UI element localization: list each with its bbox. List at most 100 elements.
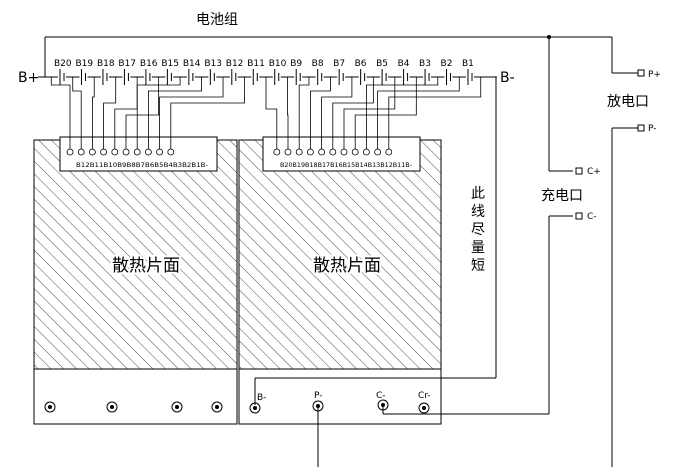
screw-hole <box>106 401 118 413</box>
sense-wire <box>385 77 482 156</box>
c-plus-label: C+ <box>587 167 601 177</box>
note-char-1: 此 <box>471 186 485 202</box>
battery-cell: B2 <box>441 59 453 85</box>
battery-cell: B4 <box>398 59 410 85</box>
sense-wire <box>167 77 245 156</box>
sense-wire <box>133 77 181 156</box>
terminal-c-minus <box>575 212 583 220</box>
p-plus-label: P+ <box>648 70 661 80</box>
battery-cell-label: B7 <box>333 59 345 69</box>
battery-pack-label: 电池组 <box>196 12 238 28</box>
battery-cell: B6 <box>355 59 367 85</box>
heat-sink-right-label: 散热片面 <box>313 256 381 276</box>
battery-cell-label: B17 <box>118 59 136 69</box>
battery-cell: B17 <box>118 59 136 85</box>
battery-cell: B14 <box>183 59 201 85</box>
note-char-2: 线 <box>471 204 485 220</box>
battery-cell: B3 <box>419 59 432 85</box>
pad-p-minus-label: P- <box>314 391 322 401</box>
terminal-p-plus <box>637 69 645 77</box>
battery-cell-label: B4 <box>398 59 410 69</box>
battery-cell: B18 <box>97 59 115 85</box>
battery-cell: B16 <box>140 59 158 85</box>
sense-wire <box>122 77 160 156</box>
sense-wire <box>295 77 310 156</box>
battery-cell-label: B3 <box>419 59 431 69</box>
battery-cell: B9 <box>290 59 302 85</box>
battery-cell: B7 <box>333 59 346 85</box>
note-char-4: 量 <box>471 240 485 256</box>
pad-b-minus <box>249 402 261 414</box>
charge-port-label: 充电口 <box>541 188 583 204</box>
battery-cell: B13 <box>204 59 222 85</box>
battery-cell: B12 <box>226 59 244 85</box>
sense-wire <box>306 77 331 156</box>
pad-c-minus <box>377 399 389 411</box>
battery-cell-label: B18 <box>97 59 115 69</box>
battery-cell: B20 <box>54 59 72 85</box>
battery-cell: B5 <box>376 59 389 85</box>
sense-wire <box>329 77 374 156</box>
battery-cell-label: B2 <box>441 59 453 69</box>
sense-wire <box>89 77 96 156</box>
sense-wire <box>362 77 439 156</box>
pad-p-minus <box>312 400 324 412</box>
b-minus-label: B- <box>500 70 515 86</box>
battery-cell-label: B6 <box>355 59 367 69</box>
battery-cell-label: B11 <box>247 59 265 69</box>
battery-cell: B8 <box>312 59 324 85</box>
terminal-strip-right <box>238 368 442 425</box>
battery-cell-label: B1 <box>462 59 474 69</box>
terminal-p-minus <box>637 124 645 132</box>
sense-wire <box>351 77 417 156</box>
battery-cell: B11 <box>247 59 265 85</box>
battery-cell-label: B5 <box>376 59 388 69</box>
sense-wire <box>374 77 460 156</box>
heat-sink-left-area <box>33 139 238 370</box>
battery-cell-label: B10 <box>269 59 287 69</box>
right-connector-pins: B20B19B18B17B16B15B14B13B12B11B- <box>280 162 412 169</box>
sense-wire <box>340 77 396 156</box>
battery-cell-label: B9 <box>290 59 302 69</box>
battery-cell-label: B15 <box>161 59 179 69</box>
connector-left <box>59 136 218 172</box>
heat-sink-right-area <box>238 139 442 370</box>
left-connector-pins: B12B11B10B9B8B7B6B5B4B3B2B1B- <box>76 162 208 169</box>
terminal-strip-left <box>33 368 238 425</box>
battery-cell-label: B14 <box>183 59 201 69</box>
discharge-port-label: 放电口 <box>607 94 649 110</box>
battery-cell-label: B8 <box>312 59 324 69</box>
heat-sink-left-label: 散热片面 <box>112 256 180 276</box>
note-char-5: 短 <box>471 258 485 274</box>
battery-cell-label: B16 <box>140 59 158 69</box>
pad-cr-minus <box>418 402 430 414</box>
battery-cell-label: B19 <box>75 59 93 69</box>
screw-hole <box>211 401 223 413</box>
sense-wire <box>318 77 353 156</box>
b-plus-label: B+ <box>18 70 39 86</box>
battery-cell-label: B13 <box>204 59 222 69</box>
c-minus-label: C- <box>587 212 597 222</box>
p-minus-label: P- <box>648 124 656 134</box>
terminal-c-plus <box>575 167 583 175</box>
sense-wire <box>72 77 85 156</box>
note-char-3: 尽 <box>471 222 485 238</box>
battery-cell: B10 <box>269 59 287 85</box>
battery-cell-label: B12 <box>226 59 244 69</box>
screw-hole <box>171 401 183 413</box>
sense-wire <box>284 77 292 156</box>
sense-wire <box>265 77 281 156</box>
battery-cell: B1 <box>462 59 474 85</box>
battery-cell: B19 <box>75 59 93 85</box>
sense-wire <box>50 77 74 156</box>
sense-wire <box>144 77 202 156</box>
pad-cr-minus-label: Cr- <box>418 391 431 401</box>
battery-cell: B15 <box>161 59 179 85</box>
sense-wire <box>100 77 117 156</box>
pad-c-minus-label: C- <box>376 391 386 401</box>
battery-cell-label: B20 <box>54 59 72 69</box>
sense-wire <box>156 77 224 156</box>
screw-hole <box>44 401 56 413</box>
